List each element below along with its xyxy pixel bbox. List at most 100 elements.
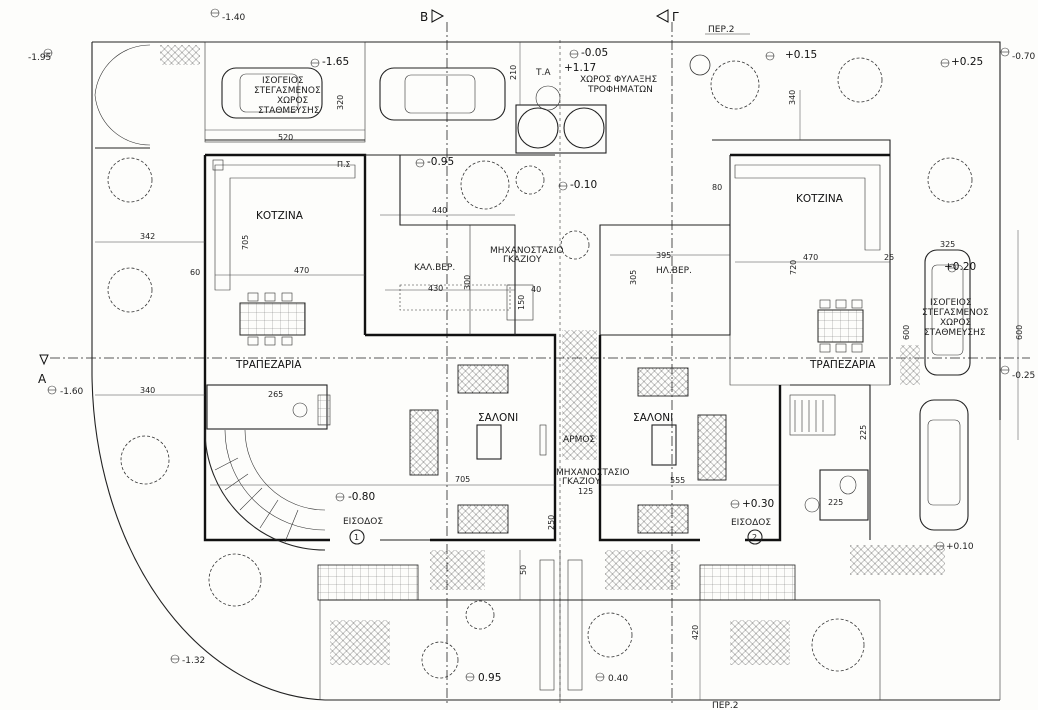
axis-label-b: Β bbox=[420, 10, 428, 24]
dim-250: 250 bbox=[547, 515, 556, 530]
trees bbox=[107, 54, 973, 679]
parking-top bbox=[204, 41, 506, 143]
mech-bottom-label-2: ΓΚΑΖΙΟΥ bbox=[562, 477, 601, 487]
entrance-number-1: 1 bbox=[354, 533, 359, 542]
dim-80: 80 bbox=[712, 183, 722, 192]
dimension-lines bbox=[95, 42, 1019, 700]
axis-marker-b: Β bbox=[420, 9, 445, 24]
level-left-mid: -1.60 bbox=[60, 387, 84, 397]
parking-right-label-1: ΙΣΟΓΕΙΟΣ bbox=[930, 298, 972, 308]
axis-label-g: Γ bbox=[672, 10, 679, 24]
per-top-label: ΠΕΡ.2 bbox=[708, 25, 734, 35]
dim-225a: 225 bbox=[859, 425, 868, 440]
level-parking: -1.65 bbox=[322, 56, 349, 68]
parking-left-label-2: ΣΤΕΓΑΣΜΕΝΟΣ bbox=[254, 86, 321, 96]
storage-label-2: ΤΡΟΦΗΜΑΤΩΝ bbox=[587, 85, 653, 95]
level-mid-b: -0.10 bbox=[570, 179, 597, 191]
spiral-stair-left bbox=[204, 429, 326, 551]
parking-left-label-1: ΙΣΟΓΕΙΟΣ bbox=[262, 76, 304, 86]
level-left-top: -1.95 bbox=[28, 53, 51, 63]
dim-600a: 600 bbox=[902, 325, 911, 340]
living-left-label: ΣΑΛΟΝΙ bbox=[478, 412, 518, 424]
bedroom-right-label: ΗΛ.ΒΕΡ. bbox=[656, 266, 692, 276]
entrance-number-2: 2 bbox=[752, 533, 757, 542]
right-house-walls bbox=[598, 139, 891, 542]
entrance-left-label: ΕΙΣΟΔΟΣ bbox=[343, 517, 383, 527]
front-fences bbox=[317, 550, 881, 700]
mech-bottom-label: ΜΗΧΑΝΟΣΤΑΣΙΟ bbox=[556, 468, 629, 478]
mech-top-label: ΜΗΧΑΝΟΣΤΑΣΙΟ bbox=[490, 246, 563, 256]
level-markers bbox=[43, 8, 1010, 682]
water-tanks bbox=[515, 85, 607, 154]
dim-420: 420 bbox=[691, 625, 700, 640]
parking-right bbox=[919, 249, 971, 531]
dim-470a: 470 bbox=[294, 266, 309, 275]
ta-label: Τ.Α bbox=[535, 68, 551, 78]
dim-40: 40 bbox=[531, 285, 541, 294]
dim-440: 440 bbox=[432, 206, 447, 215]
dim-430: 430 bbox=[428, 284, 443, 293]
bedroom-left-label: ΚΑΛ.ΒΕΡ. bbox=[414, 263, 455, 273]
dining-left-label: ΤΡΑΠΕΖΑΡΙΑ bbox=[235, 359, 302, 371]
level-bottom-right: 0.40 bbox=[608, 674, 628, 684]
per-bottom-label: ΠΕΡ.2 bbox=[712, 701, 738, 710]
gate-left bbox=[94, 44, 151, 149]
dim-342: 342 bbox=[140, 232, 155, 241]
sofas-left bbox=[409, 364, 547, 534]
dining-table-left bbox=[239, 292, 306, 346]
living-right-label: ΣΑΛΟΝΙ bbox=[633, 412, 673, 424]
level-right-low: +0.10 bbox=[946, 542, 974, 552]
dim-600b: 600 bbox=[1015, 325, 1024, 340]
dim-50: 50 bbox=[519, 565, 528, 575]
dim-340b: 340 bbox=[140, 386, 155, 395]
axis-marker-g: Γ bbox=[655, 9, 679, 24]
dim-25: 25 bbox=[884, 253, 894, 262]
mech-top-label-2: ΓΚΑΖΙΟΥ bbox=[503, 255, 542, 265]
dining-table-right bbox=[817, 299, 864, 353]
kitchen-left-label: ΚΟΤΖΙΝΑ bbox=[256, 210, 304, 222]
dim-340a: 340 bbox=[788, 90, 797, 105]
dim-705b: 705 bbox=[455, 475, 470, 484]
ps-label: Π.Σ bbox=[337, 160, 351, 169]
parking-left-label-3: ΧΩΡΟΣ bbox=[277, 96, 309, 106]
level-right-top-b: +0.25 bbox=[951, 56, 983, 68]
dim-325: 325 bbox=[940, 240, 955, 249]
dim-720: 720 bbox=[789, 260, 798, 275]
level-entrance-right: +0.30 bbox=[742, 498, 774, 510]
level-bottom-mid: 0.95 bbox=[478, 672, 501, 684]
plot-boundary bbox=[91, 41, 1001, 701]
level-right-mid: -0.25 bbox=[1012, 371, 1035, 381]
parking-right-label-3: ΧΩΡΟΣ bbox=[940, 318, 972, 328]
kitchen-right-label: ΚΟΤΖΙΝΑ bbox=[796, 193, 844, 205]
sofas-right bbox=[637, 367, 727, 534]
dim-470b: 470 bbox=[803, 253, 818, 262]
dim-555: 555 bbox=[670, 476, 685, 485]
level-right-top-a: +0.15 bbox=[785, 49, 817, 61]
dim-395: 395 bbox=[656, 251, 671, 260]
entrance-right-label: ΕΙΣΟΔΟΣ bbox=[731, 518, 771, 528]
dim-300: 300 bbox=[463, 275, 472, 290]
axis-marker-a: Α bbox=[38, 354, 49, 386]
dim-60: 60 bbox=[190, 268, 200, 277]
level-entry-top-b: +1.17 bbox=[564, 62, 596, 74]
dim-305: 305 bbox=[629, 270, 638, 285]
dim-150: 150 bbox=[517, 295, 526, 310]
level-far-right-top: -0.70 bbox=[1012, 52, 1036, 62]
level-entry-top-a: -0.05 bbox=[581, 47, 608, 59]
dim-125: 125 bbox=[578, 487, 593, 496]
dining-right-label: ΤΡΑΠΕΖΑΡΙΑ bbox=[809, 359, 876, 371]
level-right-park: +0.20 bbox=[944, 261, 976, 273]
axis-label-a: Α bbox=[38, 372, 47, 386]
dim-225b: 225 bbox=[828, 498, 843, 507]
pavement-hatching bbox=[160, 45, 945, 665]
entrance-markers bbox=[349, 529, 763, 545]
level-mid-a: -0.95 bbox=[427, 156, 454, 168]
armos-label: ΑΡΜΟΣ bbox=[563, 435, 595, 445]
level-entrance-left: -0.80 bbox=[348, 491, 375, 503]
dim-320: 320 bbox=[336, 95, 345, 110]
dim-210: 210 bbox=[509, 65, 518, 80]
parking-right-label-2: ΣΤΕΓΑΣΜΕΝΟΣ bbox=[922, 308, 989, 318]
parking-left-label-4: ΣΤΑΘΜΕΥΣΗΣ bbox=[258, 106, 320, 116]
